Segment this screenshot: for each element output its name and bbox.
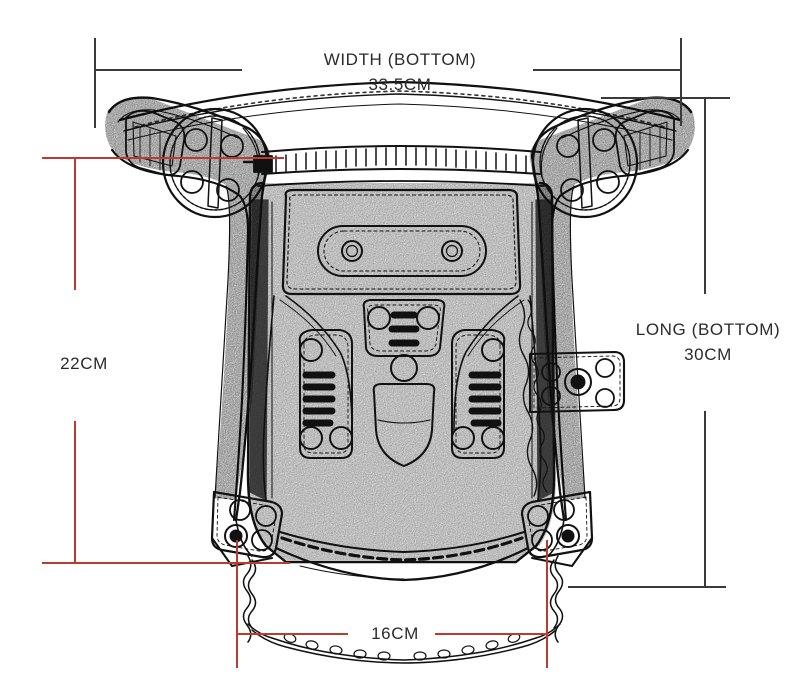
- long-dimension-label: LONG (BOTTOM) 30CM: [628, 318, 788, 367]
- bottom-dimension-label: 16CM: [350, 622, 440, 647]
- long-dim-bottom-tick: [568, 586, 726, 588]
- long-dim-line-lower: [704, 411, 706, 587]
- long-dim-top-tick: [601, 97, 730, 99]
- long-dimension-value: 30CM: [684, 344, 732, 364]
- width-dim-right-tick: [680, 38, 682, 126]
- height-dim-bottom-tick: [42, 562, 290, 564]
- height-dim-top-tick: [42, 157, 284, 159]
- height-dim-line-lower: [74, 421, 76, 564]
- height-dimension-value: 22CM: [60, 354, 108, 373]
- bottom-dim-right-tick: [546, 540, 548, 668]
- bottom-dimension-value: 16CM: [371, 624, 419, 643]
- width-dimension-value: 33.5CM: [368, 74, 432, 94]
- width-dim-left-tick: [94, 38, 96, 128]
- height-dimension-label: 22CM: [44, 352, 124, 377]
- width-dimension-name: WIDTH (BOTTOM): [323, 50, 477, 69]
- width-dimension-label: WIDTH (BOTTOM) 33.5CM: [300, 48, 500, 97]
- width-dim-line-left: [94, 69, 242, 71]
- bottom-dim-left-tick: [236, 540, 238, 668]
- height-dim-line-upper: [74, 157, 76, 290]
- long-dimension-name: LONG (BOTTOM): [635, 320, 781, 339]
- width-dim-line-right: [533, 69, 681, 71]
- bottom-dim-line-right: [435, 633, 547, 635]
- bottom-dim-line-left: [236, 633, 348, 635]
- long-dim-line-upper: [704, 97, 706, 294]
